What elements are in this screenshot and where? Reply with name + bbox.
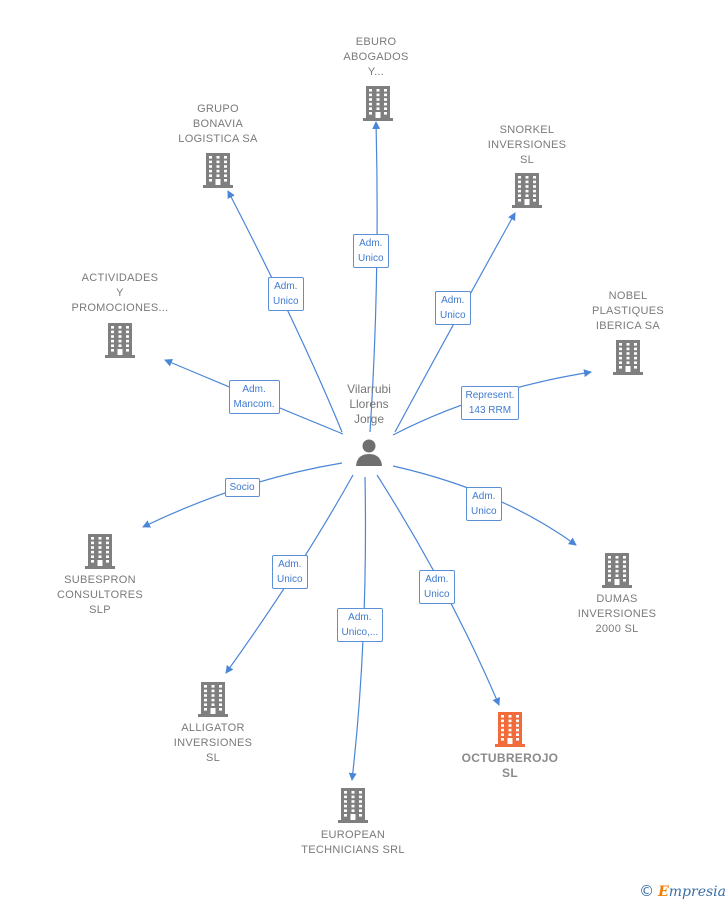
role-label-grupo-bonavia: Adm. Unico bbox=[268, 277, 304, 311]
building-icon-nobel[interactable] bbox=[613, 339, 643, 380]
building-icon-european[interactable] bbox=[338, 787, 368, 828]
role-label-actividades: Adm. Mancom. bbox=[228, 380, 280, 414]
empresia-logo[interactable]: ©Empresia bbox=[639, 882, 726, 900]
role-label-dumas: Adm. Unico bbox=[466, 487, 502, 521]
edge-snorkel bbox=[394, 212, 516, 433]
role-label-subespron: Socio bbox=[224, 477, 260, 497]
copyright-icon: © bbox=[639, 882, 655, 900]
building-icon-grupo-bonavia[interactable] bbox=[203, 152, 233, 193]
company-label-actividades[interactable]: ACTIVIDADES Y PROMOCIONES... bbox=[71, 272, 169, 314]
building-icon-alligator[interactable] bbox=[198, 681, 228, 722]
building-icon-dumas[interactable] bbox=[602, 552, 632, 593]
building-icon-eburo[interactable] bbox=[363, 85, 393, 126]
building-icon-octubrerojo[interactable] bbox=[495, 711, 525, 752]
edge-eburo bbox=[369, 121, 381, 433]
company-label-subespron[interactable]: SUBESPRON CONSULTORES SLP bbox=[56, 574, 144, 616]
role-label-european: Adm. Unico,... bbox=[336, 608, 384, 642]
edge-grupo-bonavia bbox=[227, 190, 343, 433]
role-label-nobel: Represent. 143 RRM bbox=[460, 386, 520, 420]
company-label-snorkel[interactable]: SNORKEL INVERSIONES SL bbox=[487, 124, 567, 166]
role-label-octubrerojo: Adm. Unico bbox=[419, 570, 455, 604]
building-icon-actividades[interactable] bbox=[105, 322, 135, 363]
company-label-octubrerojo[interactable]: OCTUBREROJO SL bbox=[461, 751, 559, 780]
building-icon-subespron[interactable] bbox=[85, 533, 115, 574]
building-icon-snorkel[interactable] bbox=[512, 172, 542, 213]
company-label-dumas[interactable]: DUMAS INVERSIONES 2000 SL bbox=[577, 593, 657, 635]
role-label-snorkel: Adm. Unico bbox=[435, 291, 471, 325]
company-label-alligator[interactable]: ALLIGATOR INVERSIONES SL bbox=[173, 722, 253, 764]
role-label-eburo: Adm. Unico bbox=[353, 234, 389, 268]
company-label-european[interactable]: EUROPEAN TECHNICIANS SRL bbox=[301, 829, 405, 856]
role-label-alligator: Adm. Unico bbox=[272, 555, 308, 589]
person-icon[interactable] bbox=[354, 437, 384, 472]
company-label-grupo-bonavia[interactable]: GRUPO BONAVIA LOGISTICA SA bbox=[178, 103, 258, 145]
center-person-label[interactable]: Vilarrubi Llorens Jorge bbox=[347, 382, 391, 426]
company-label-eburo[interactable]: EBURO ABOGADOS Y... bbox=[343, 36, 409, 78]
company-label-nobel[interactable]: NOBEL PLASTIQUES IBERICA SA bbox=[591, 290, 665, 332]
